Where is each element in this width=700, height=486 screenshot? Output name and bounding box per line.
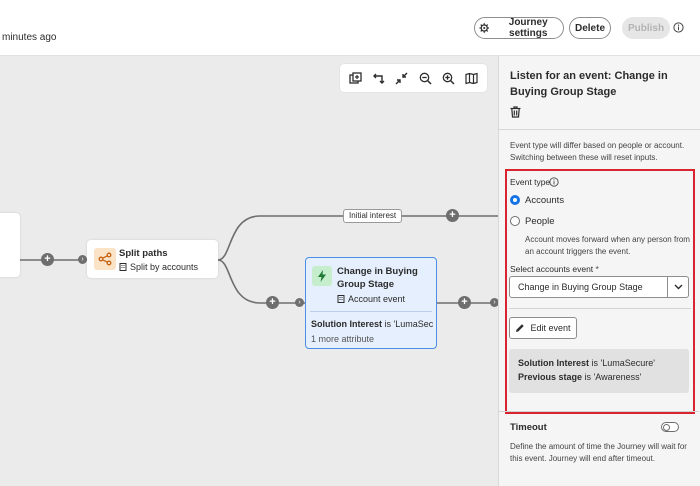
delete-button[interactable]: Delete xyxy=(569,17,611,39)
zoom-out-icon[interactable] xyxy=(416,69,434,87)
event-type-note: Event type will differ based on people o… xyxy=(510,141,685,162)
event-node-title: Change in Buying Group Stage xyxy=(337,266,418,290)
panel-header: Listen for an event: Change in Buying Gr… xyxy=(499,56,700,130)
radio-accounts[interactable] xyxy=(510,195,520,205)
divider xyxy=(509,308,691,309)
event-node-attribute: Solution Interest is 'LumaSec… xyxy=(311,319,433,329)
map-icon[interactable] xyxy=(462,69,480,87)
add-step-button[interactable]: + xyxy=(446,209,459,222)
select-event-label: Select accounts event * xyxy=(510,264,599,274)
journey-settings-label: Journey settings xyxy=(508,17,548,39)
panel-title: Listen for an event: Change in Buying Gr… xyxy=(510,70,668,98)
properties-panel: Listen for an event: Change in Buying Gr… xyxy=(498,56,700,486)
split-paths-node[interactable]: Split paths Split by accounts xyxy=(87,240,218,278)
duplicate-icon[interactable] xyxy=(347,69,365,87)
radio-people-label[interactable]: People xyxy=(525,216,555,227)
event-node-subtitle: Account event xyxy=(337,294,405,304)
swap-icon[interactable] xyxy=(370,69,388,87)
radio-accounts-label[interactable]: Accounts xyxy=(525,195,565,206)
journey-settings-button[interactable]: Journey settings xyxy=(474,17,564,39)
timeout-toggle[interactable] xyxy=(661,422,679,432)
split-icon xyxy=(94,248,116,270)
timeout-title: Timeout xyxy=(510,422,547,433)
previous-node[interactable] xyxy=(0,213,20,277)
info-icon[interactable] xyxy=(549,177,559,187)
chevron-right-icon: › xyxy=(295,298,304,307)
split-paths-subtitle: Split by accounts xyxy=(119,262,198,272)
info-icon[interactable] xyxy=(673,22,684,33)
accounts-event-select[interactable]: Change in Buying Group Stage xyxy=(509,276,689,298)
building-icon xyxy=(337,295,345,303)
add-step-button[interactable]: + xyxy=(41,253,54,266)
edit-event-button[interactable]: Edit event xyxy=(509,317,577,339)
trash-icon[interactable] xyxy=(510,106,521,118)
lightning-icon xyxy=(312,266,332,286)
select-value: Change in Buying Group Stage xyxy=(518,282,643,292)
saved-status: minutes ago xyxy=(2,32,57,43)
collapse-icon[interactable] xyxy=(393,69,411,87)
event-node-change-in-buying-group-stage[interactable]: Change in Buying Group Stage Account eve… xyxy=(305,257,437,349)
more-attributes-link[interactable]: 1 more attribute xyxy=(311,334,375,344)
pencil-icon xyxy=(516,324,525,332)
journey-canvas[interactable]: + › Split paths Split by accounts Initia… xyxy=(0,56,498,486)
publish-button[interactable]: Publish xyxy=(622,17,670,39)
event-type-label: Event type xyxy=(510,177,551,187)
chevron-right-icon: › xyxy=(78,255,87,264)
condition-row: Solution Interest is 'LumaSecure' xyxy=(518,358,655,368)
add-step-button[interactable]: + xyxy=(458,296,471,309)
highlight-box xyxy=(505,169,695,414)
gear-icon xyxy=(479,23,490,33)
chevron-right-icon: › xyxy=(490,298,498,307)
add-step-button[interactable]: + xyxy=(266,296,279,309)
top-bar: minutes ago Journey settings Delete Publ… xyxy=(0,0,700,56)
divider xyxy=(499,411,699,412)
radio-people[interactable] xyxy=(510,216,520,226)
path-label-initial-interest[interactable]: Initial interest xyxy=(343,209,403,223)
timeout-description: Define the amount of time the Journey wi… xyxy=(510,442,687,463)
zoom-in-icon[interactable] xyxy=(439,69,457,87)
condition-row: Previous stage is 'Awareness' xyxy=(518,372,642,382)
split-paths-title: Split paths xyxy=(119,248,168,259)
chevron-down-icon[interactable] xyxy=(667,277,688,297)
divider xyxy=(310,311,432,312)
building-icon xyxy=(119,263,127,271)
event-conditions: Solution Interest is 'LumaSecure' Previo… xyxy=(509,349,689,393)
accounts-help-text: Account moves forward when any person fr… xyxy=(525,235,690,256)
canvas-toolbar xyxy=(340,64,487,92)
